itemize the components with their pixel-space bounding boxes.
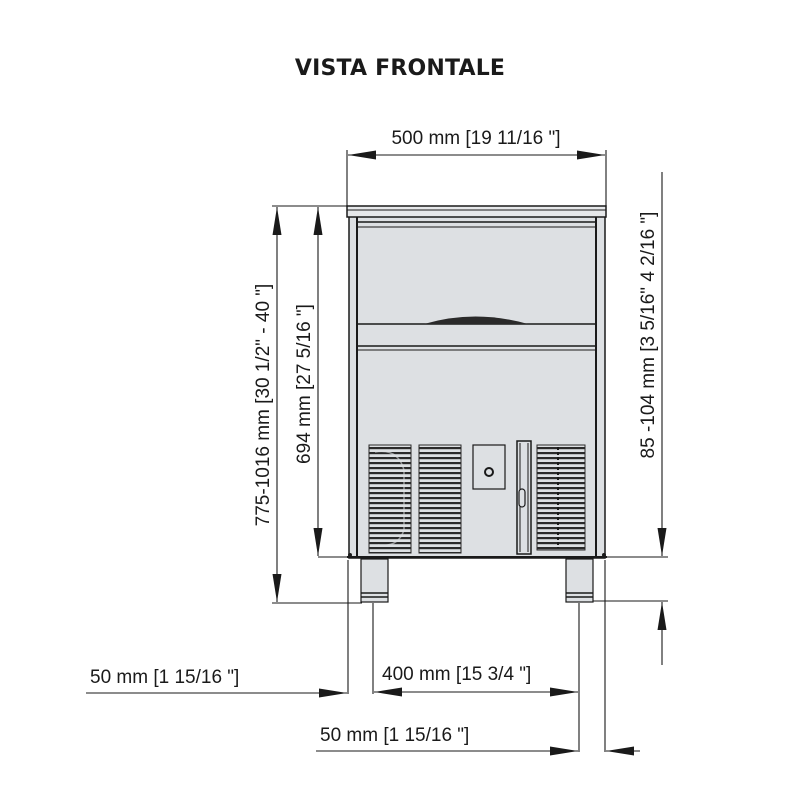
foot-right — [565, 558, 594, 603]
door-handle — [424, 316, 528, 324]
drawing-title: VISTA FRONTALE — [294, 56, 506, 81]
latch-icon — [518, 488, 526, 508]
dim-feet-height-label: 85 -104 mm [3 5/16" 4 2/16 "] — [638, 212, 659, 459]
vent-grille-center — [418, 444, 462, 554]
control-panel — [472, 444, 506, 490]
bin-door — [358, 221, 595, 351]
dim-total-height-label: 775-1016 mm [30 1/2" - 40 "] — [253, 284, 274, 527]
dim-body-height-label: 694 mm [27 5/16 "] — [294, 304, 315, 464]
foot-left — [360, 558, 389, 603]
power-button-icon — [484, 467, 494, 477]
dim-foot-offset-right-label: 50 mm [1 15/16 "] — [320, 725, 469, 746]
vent-grille-right — [536, 444, 586, 551]
ice-machine — [346, 205, 607, 603]
top-rail — [346, 205, 607, 218]
dim-feet-spacing-label: 400 mm [15 3/4 "] — [382, 664, 531, 685]
dim-foot-offset-left-label: 50 mm [1 15/16 "] — [90, 667, 239, 688]
lower-panel — [368, 440, 586, 555]
dim-width-label: 500 mm [19 11/16 "] — [391, 128, 560, 149]
